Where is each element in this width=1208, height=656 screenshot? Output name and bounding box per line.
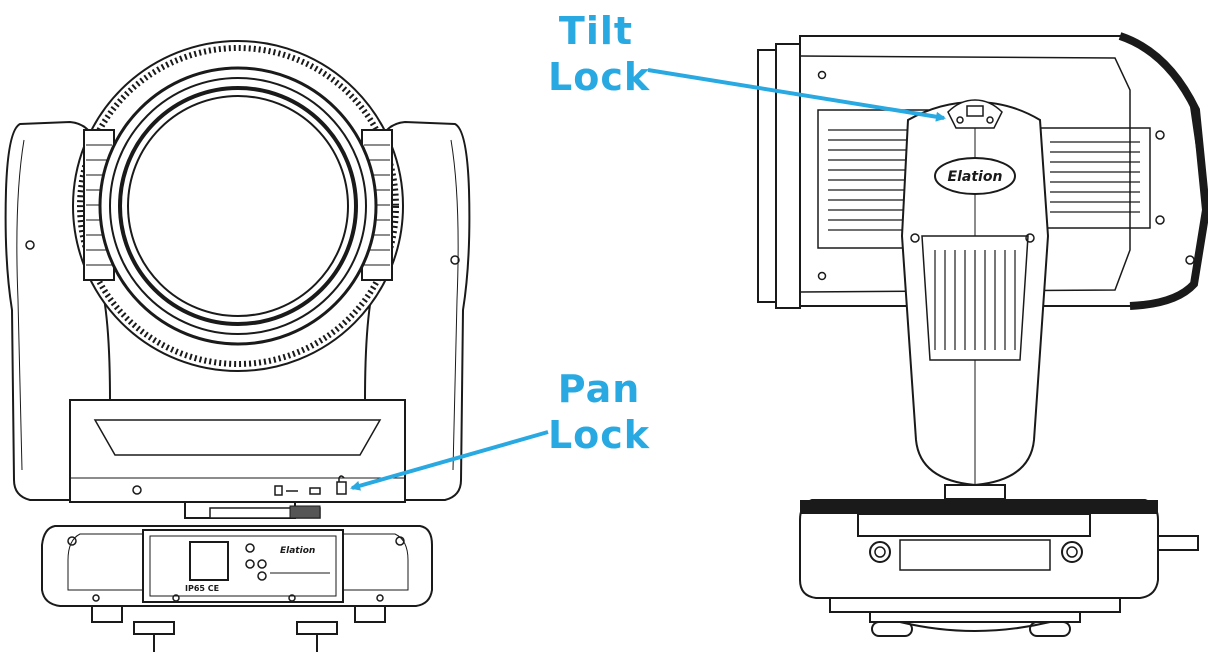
svg-text:IP65 CE: IP65 CE — [185, 584, 219, 593]
tilt-lock-callout-line2: Lock — [548, 55, 651, 99]
pan-lock-icon — [274, 475, 347, 496]
yoke-crossbar — [69, 399, 406, 503]
front-view-fixture: IP65 CE Elation — [4, 40, 471, 652]
svg-text:Elation: Elation — [948, 169, 1003, 185]
pan-lock-callout-line2: Lock — [547, 413, 651, 457]
front-lens — [127, 95, 349, 317]
side-view-fixture: Elation — [757, 32, 1208, 637]
tilt-lock-callout-line1: Tilt — [558, 9, 634, 53]
pan-lock-callout-line1: Pan — [557, 367, 641, 411]
tilt-lock-callout: Tilt Lock — [548, 8, 651, 100]
tilt-lock-icon — [947, 99, 1003, 129]
svg-text:Elation: Elation — [280, 546, 315, 556]
tilt-lock-arrow — [647, 68, 946, 122]
pan-lock-arrow — [350, 430, 549, 491]
head-rib-ring — [77, 45, 399, 367]
pan-lock-callout: Pan Lock — [546, 366, 652, 458]
side-logo-badge — [934, 157, 1016, 195]
